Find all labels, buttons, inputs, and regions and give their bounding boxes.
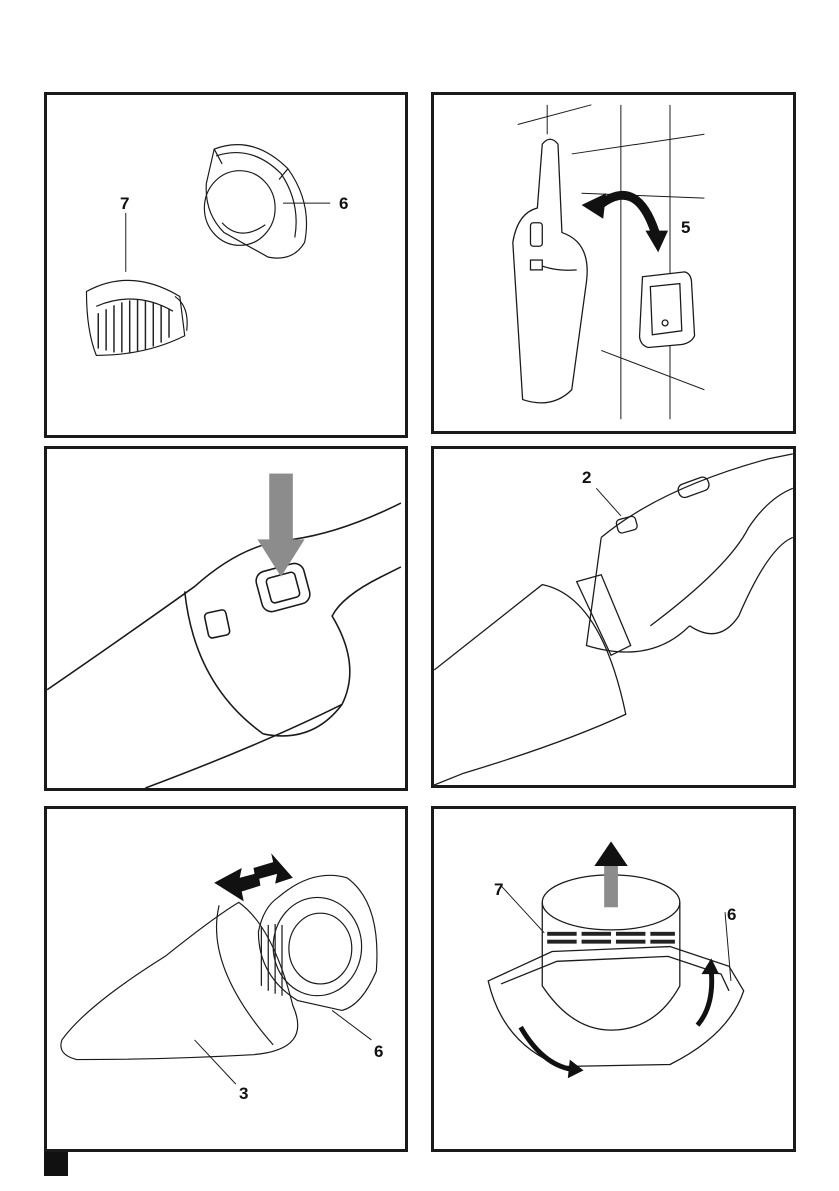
- callout-label-3: 3: [239, 1085, 248, 1102]
- callout-label-5: 5: [681, 219, 690, 236]
- callout-label-2: 2: [582, 469, 591, 486]
- figure-panel-1: 7 6: [44, 92, 408, 438]
- figure-panel-3: [44, 446, 408, 791]
- callout-label-6: 6: [374, 1043, 383, 1060]
- bowl-removal-illustration: [47, 809, 405, 1149]
- release-button-illustration: [47, 449, 405, 788]
- callout-label-6: 6: [727, 906, 736, 923]
- figure-panel-4: 2: [431, 446, 796, 788]
- callout-label-7: 7: [120, 195, 129, 212]
- page-marker-block: [44, 1152, 68, 1176]
- callout-label-6: 6: [339, 195, 348, 212]
- figure-panel-6: 7 6: [431, 806, 796, 1152]
- figure-panel-5: 3 6: [44, 806, 408, 1152]
- emptying-illustration: [434, 449, 793, 785]
- filter-removal-illustration: [434, 809, 793, 1149]
- callout-label-7: 7: [494, 881, 503, 898]
- wall-mount-illustration: [434, 95, 793, 431]
- figure-panel-2: 5: [431, 92, 796, 434]
- filter-and-bowl-illustration: [47, 95, 405, 435]
